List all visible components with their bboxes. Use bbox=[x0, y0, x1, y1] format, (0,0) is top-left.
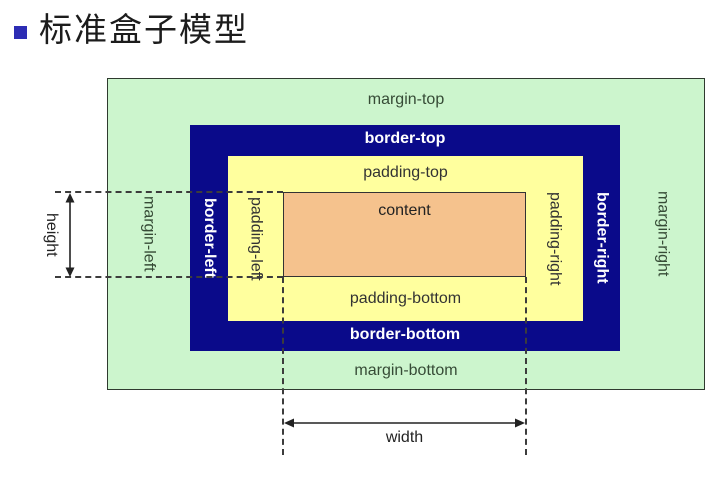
page-title: 标准盒子模型 bbox=[14, 8, 249, 52]
padding-left-label: padding-left bbox=[228, 156, 283, 321]
double-arrow-horizontal-icon bbox=[284, 418, 525, 428]
height-guide-bottom-line bbox=[55, 276, 283, 278]
border-left-text: border-left bbox=[201, 198, 218, 278]
height-text: height bbox=[43, 212, 60, 257]
border-right-label: border-right bbox=[583, 125, 620, 351]
margin-right-text: margin-right bbox=[654, 191, 672, 277]
margin-top-label: margin-top bbox=[367, 91, 445, 108]
padding-right-label: padding-right bbox=[526, 156, 583, 321]
height-arrow-icon bbox=[63, 193, 77, 277]
width-label: width bbox=[385, 429, 424, 446]
border-left-label: border-left bbox=[190, 125, 228, 351]
height-guide-top-line bbox=[55, 191, 283, 193]
width-arrow-icon bbox=[284, 416, 525, 430]
margin-left-label: margin-left bbox=[107, 79, 190, 389]
title-text: 标准盒子模型 bbox=[39, 10, 249, 49]
padding-left-text: padding-left bbox=[247, 196, 265, 281]
height-label: height bbox=[38, 192, 64, 277]
content-label: content bbox=[378, 202, 431, 219]
margin-bottom-label: margin-bottom bbox=[354, 362, 458, 379]
width-guide-right-line bbox=[525, 277, 527, 455]
width-guide-left-line bbox=[282, 277, 284, 455]
padding-bottom-label: padding-bottom bbox=[349, 290, 462, 307]
padding-right-text: padding-right bbox=[546, 191, 564, 286]
border-top-label: border-top bbox=[364, 130, 446, 147]
padding-top-label: padding-top bbox=[363, 164, 448, 181]
bullet-square-icon bbox=[14, 25, 27, 39]
border-right-text: border-right bbox=[593, 192, 611, 284]
double-arrow-vertical-icon bbox=[65, 193, 75, 277]
border-bottom-label: border-bottom bbox=[349, 326, 461, 343]
content-area bbox=[283, 192, 526, 277]
margin-left-text: margin-left bbox=[140, 196, 158, 272]
margin-right-label: margin-right bbox=[620, 78, 705, 390]
